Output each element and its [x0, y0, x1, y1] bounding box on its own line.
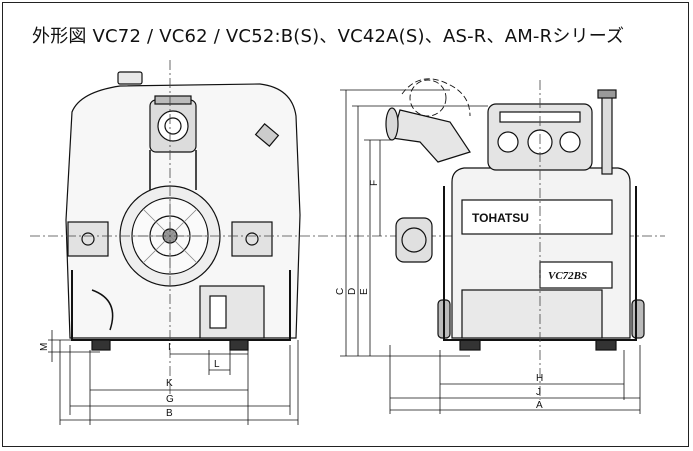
- dim-label-b: B: [166, 408, 173, 419]
- dim-label-k: K: [166, 378, 173, 389]
- brand-mark: TOHATSU: [472, 211, 529, 225]
- left-foot: [91, 339, 111, 351]
- outlet-swing-arc: [401, 78, 471, 117]
- tank-cap: [117, 71, 143, 85]
- right-bracket: [231, 221, 273, 257]
- model-plate-frame: [539, 261, 613, 289]
- model-plate: VC72BS: [548, 270, 587, 282]
- dim-label-m: M: [39, 343, 50, 351]
- right-foot: [229, 339, 249, 351]
- handle-right: [631, 299, 645, 339]
- diagram-frame: [2, 2, 689, 447]
- brand-area: [461, 199, 613, 235]
- dim-label-i: I: [168, 342, 171, 353]
- dim-label-j: J: [536, 387, 541, 398]
- outlet-port: [157, 110, 189, 142]
- side-dimension-labels: C D E F H J A: [335, 180, 543, 411]
- front-dimensions: [48, 330, 299, 425]
- front-view: [65, 71, 301, 351]
- frame-tube: [71, 270, 291, 341]
- left-bracket: [67, 221, 109, 257]
- side-foot-left: [459, 339, 481, 351]
- dim-label-h: H: [536, 373, 543, 384]
- dim-label-f: F: [369, 180, 380, 186]
- outlet-flange: [154, 95, 192, 105]
- side-dimensions: [340, 89, 641, 414]
- outlet-elbow: [391, 109, 471, 163]
- dim-label-e: E: [359, 288, 370, 295]
- side-view: [385, 78, 645, 351]
- front-dimension-labels: I L K G B M: [39, 342, 220, 419]
- gauge-right: [559, 131, 581, 153]
- recoil-starter: [395, 217, 433, 263]
- diagram-title: 外形図 VC72 / VC62 / VC52:B(S)、VC42A(S)、AS-…: [32, 26, 625, 47]
- dim-label-g: G: [166, 394, 174, 405]
- dim-label-a: A: [536, 400, 543, 411]
- throttle-lever: [601, 93, 613, 175]
- dim-label-d: D: [347, 288, 358, 295]
- dim-label-l: L: [214, 359, 220, 370]
- dim-label-c: C: [335, 288, 346, 295]
- gauge-left: [497, 131, 519, 153]
- side-vent: [254, 123, 280, 147]
- side-lower-frame: [461, 289, 603, 339]
- side-foot-right: [595, 339, 617, 351]
